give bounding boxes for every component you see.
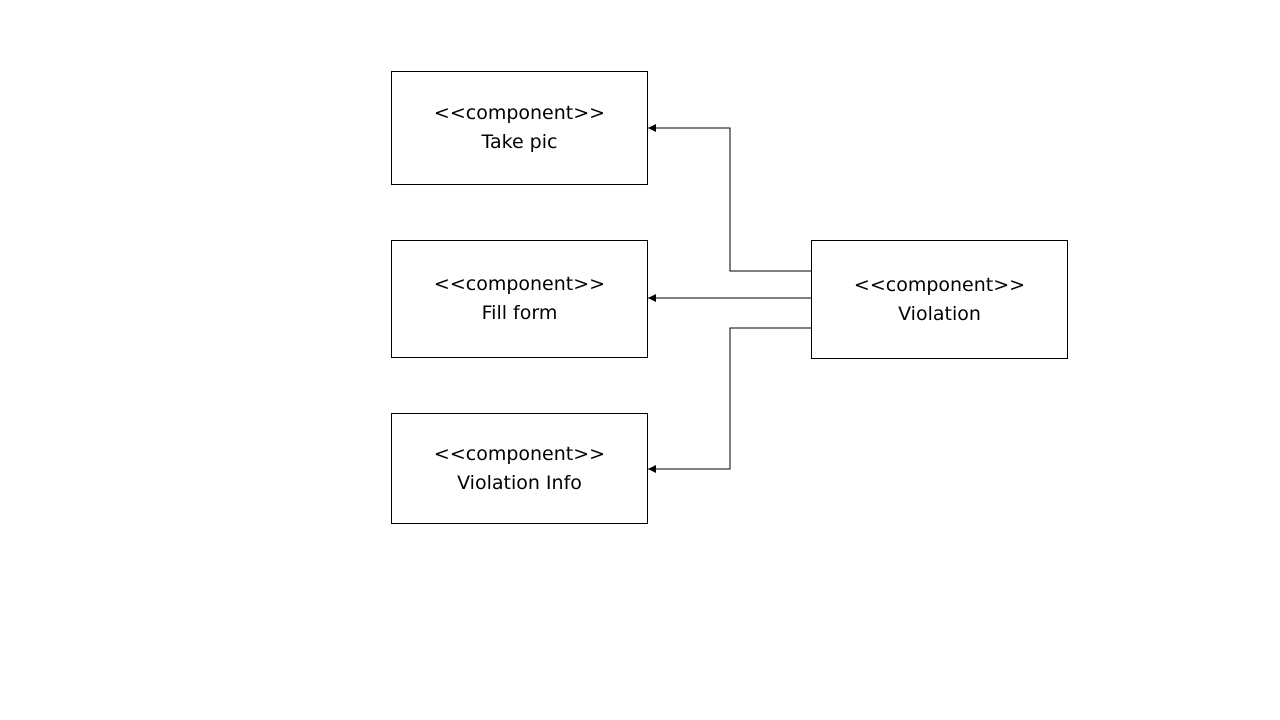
edge-violation-to-violation-info bbox=[648, 327, 811, 473]
component-stereotype: <<component>> bbox=[433, 273, 606, 295]
component-stereotype: <<component>> bbox=[433, 102, 606, 124]
component-take-pic[interactable]: <<component>> Take pic bbox=[391, 71, 648, 185]
component-name: Violation Info bbox=[457, 471, 582, 494]
component-fill-form[interactable]: <<component>> Fill form bbox=[391, 240, 648, 358]
component-violation-info[interactable]: <<component>> Violation Info bbox=[391, 413, 648, 524]
component-violation[interactable]: <<component>> Violation bbox=[811, 240, 1068, 359]
component-stereotype: <<component>> bbox=[853, 273, 1026, 296]
edge-violation-to-take-pic bbox=[648, 124, 811, 272]
component-name: Take pic bbox=[481, 131, 558, 153]
component-name: Fill form bbox=[481, 302, 558, 324]
component-stereotype: <<component>> bbox=[433, 442, 606, 465]
component-name: Violation bbox=[898, 302, 981, 325]
